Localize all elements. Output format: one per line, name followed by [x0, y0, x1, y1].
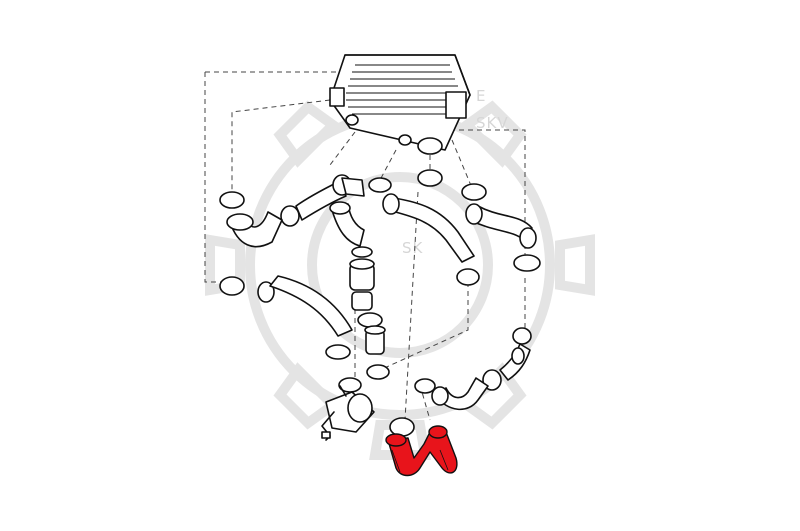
watermark-text-3: SK — [402, 239, 424, 257]
leader-lines — [204, 71, 526, 421]
watermark-text-2: SKV — [476, 114, 509, 132]
hoses — [226, 174, 537, 411]
valve-icon — [321, 385, 375, 441]
watermark-text-1: E — [476, 87, 486, 105]
intercooler-icon — [329, 54, 471, 155]
hose-clamps — [219, 169, 541, 437]
u-bend-hose-icon — [385, 425, 458, 477]
